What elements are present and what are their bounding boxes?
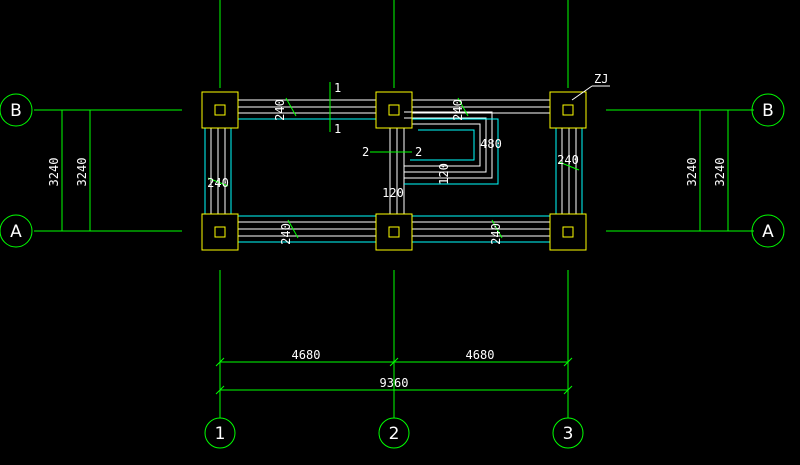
column-b3-core <box>562 104 574 116</box>
axis-bubble-3 <box>552 417 584 449</box>
section-mark-1-bottom: 1 <box>334 122 341 136</box>
section-mark-lines <box>329 82 412 153</box>
wall-label-inner-480: 480 <box>480 137 502 151</box>
hatch-mark <box>558 161 580 171</box>
dim-left-outer: 3240 <box>47 158 61 187</box>
left-dimensions <box>61 110 91 231</box>
hatch-mark <box>457 97 469 117</box>
axis-label-b-left: B <box>10 101 22 121</box>
axis-label-1: 1 <box>215 424 226 444</box>
column-a2-core <box>388 226 400 238</box>
axis-label-a-left: A <box>10 222 22 242</box>
wall-outlines <box>204 118 583 243</box>
axis-label-a-right: A <box>762 222 774 242</box>
wall-label-top-right: 240 <box>451 99 465 121</box>
hatch-mark <box>491 219 503 239</box>
column-a3-core <box>562 226 574 238</box>
section-mark-1-top: 1 <box>334 81 341 95</box>
column-tag-leader <box>571 85 610 101</box>
wall-inner-step <box>404 111 493 179</box>
section-mark-2-right: 2 <box>415 145 422 159</box>
dim-span-1-2: 4680 <box>292 348 321 362</box>
column-b3 <box>549 91 587 129</box>
axis-bubble-b-left <box>0 93 33 127</box>
wall-label-right: 240 <box>557 153 579 167</box>
axis-label-2: 2 <box>389 424 400 444</box>
axis-bubble-a-right <box>751 214 785 248</box>
axis-bubble-b-right <box>751 93 785 127</box>
column-a1 <box>201 213 239 251</box>
column-a1-core <box>214 226 226 238</box>
dim-left-inner: 3240 <box>75 158 89 187</box>
column-b1-core <box>214 104 226 116</box>
leader-line <box>571 85 593 101</box>
hatch-mark <box>207 177 229 187</box>
wall-label-top-left: 240 <box>273 99 287 121</box>
row-axis-bubbles: B A B A <box>0 93 785 248</box>
horizontal-grid-lines <box>34 109 754 232</box>
columns <box>201 91 587 251</box>
wall-inner-step <box>404 117 487 173</box>
section-mark-2-left: 2 <box>362 145 369 159</box>
wall-label-bottom-left: 240 <box>279 223 293 245</box>
column-b1 <box>201 91 239 129</box>
column-axis-bubbles: 1 2 3 <box>204 417 584 449</box>
vertical-grid-lines <box>219 0 569 418</box>
dim-tick <box>389 357 399 367</box>
column-a2 <box>375 213 413 251</box>
wall-outline <box>404 118 499 185</box>
wall-label-inner-120: 120 <box>437 163 451 185</box>
walls <box>210 99 577 237</box>
bottom-dimensions <box>215 357 573 395</box>
axis-bubble-a-left <box>0 214 33 248</box>
axis-label-b-right: B <box>762 101 774 121</box>
column-b2 <box>375 91 413 129</box>
dim-tick <box>563 385 573 395</box>
hatch-mark <box>287 219 299 239</box>
dim-tick <box>563 357 573 367</box>
dim-total: 9360 <box>380 376 409 390</box>
wall-inner-step <box>404 123 481 167</box>
dim-tick <box>215 385 225 395</box>
column-b2-core <box>388 104 400 116</box>
axis-label-3: 3 <box>563 424 574 444</box>
wall-label-mid-120: 120 <box>382 186 404 200</box>
dim-right-outer: 3240 <box>713 158 727 187</box>
wall-label-left: 240 <box>207 176 229 190</box>
dim-span-2-3: 4680 <box>466 348 495 362</box>
dim-tick <box>215 357 225 367</box>
column-tag-label: ZJ <box>594 72 608 86</box>
wall-outline <box>410 129 475 161</box>
dim-right-inner: 3240 <box>685 158 699 187</box>
wall-label-bottom-right: 240 <box>489 223 503 245</box>
axis-bubble-1 <box>204 417 236 449</box>
right-dimensions <box>699 110 729 231</box>
column-a3 <box>549 213 587 251</box>
wall-hatch-marks <box>207 97 580 239</box>
hatch-mark <box>285 97 297 117</box>
axis-bubble-2 <box>378 417 410 449</box>
